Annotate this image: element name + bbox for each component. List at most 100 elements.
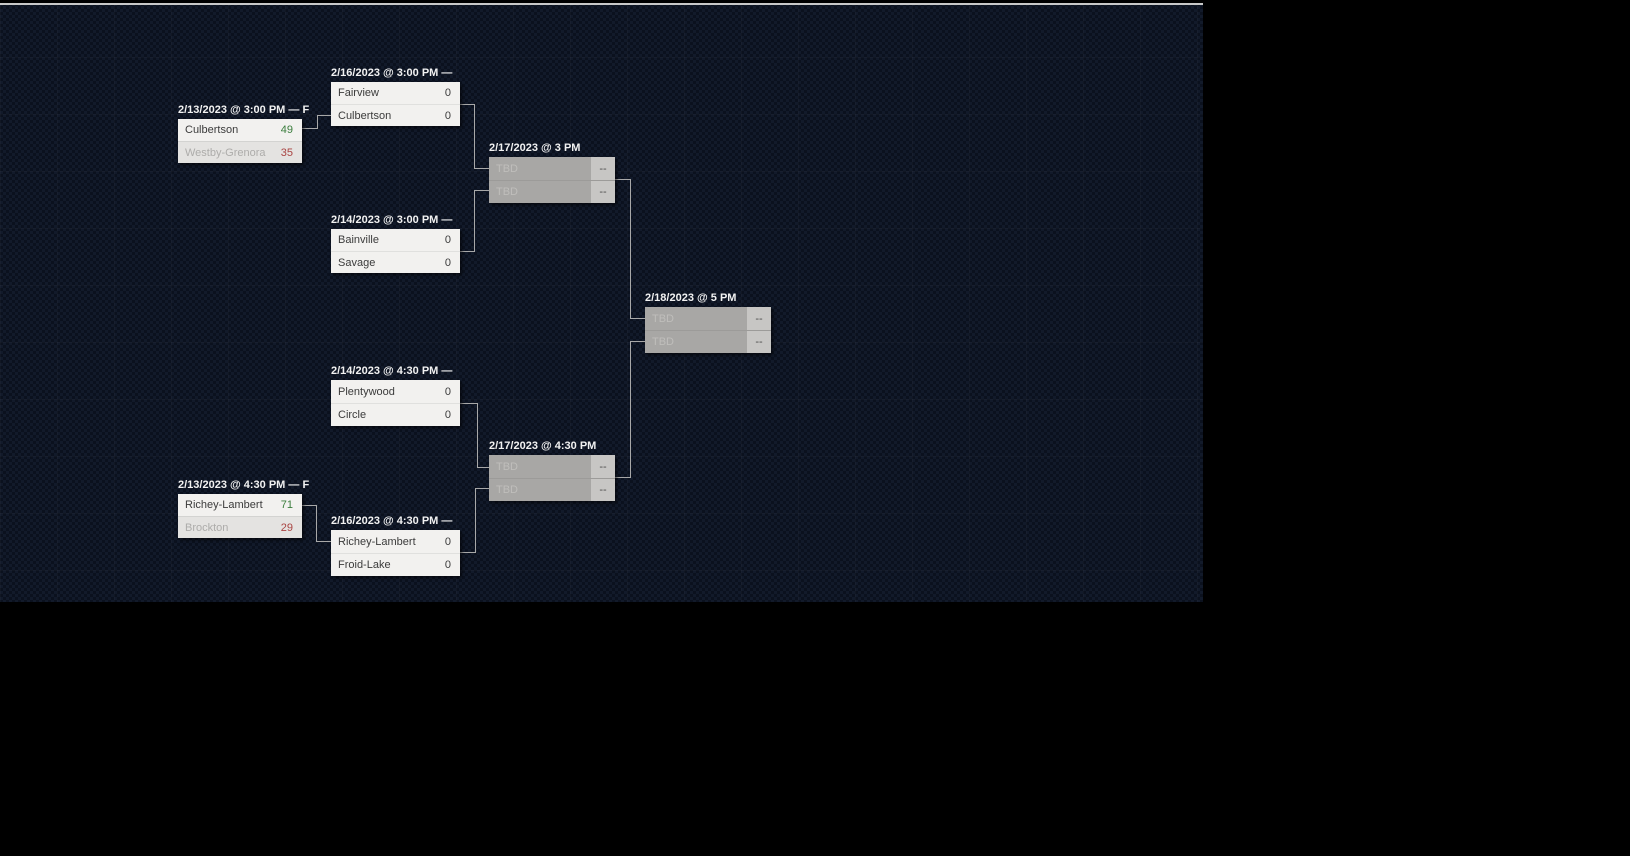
- team-score: 49: [280, 124, 293, 136]
- connector-segment: [475, 488, 476, 553]
- team-row[interactable]: Culbertson 0: [331, 104, 460, 126]
- team-score: --: [591, 479, 615, 501]
- bracket-canvas: 2/13/2023 @ 3:00 PM — F Culbertson 49 We…: [0, 0, 1203, 602]
- match-box[interactable]: TBD -- TBD --: [645, 307, 771, 353]
- match-datetime: 2/17/2023 @ 4:30 PM: [489, 440, 597, 452]
- match-box[interactable]: Culbertson 49 Westby-Grenora 35: [178, 119, 302, 163]
- team-name: TBD: [496, 460, 518, 473]
- connector-segment: [460, 251, 474, 252]
- team-name: TBD: [496, 484, 518, 496]
- match: 2/16/2023 @ 4:30 PM — Richey-Lambert 0 F…: [331, 515, 460, 576]
- team-name: Culbertson: [185, 124, 239, 136]
- connector-segment: [460, 104, 474, 105]
- team-row[interactable]: TBD --: [645, 330, 771, 353]
- team-name: TBD: [652, 336, 674, 348]
- team-row[interactable]: Plentywood 0: [331, 380, 460, 403]
- team-score: --: [747, 307, 771, 330]
- connector-segment: [630, 341, 645, 342]
- team-row[interactable]: Westby-Grenora 35: [178, 141, 302, 163]
- team-score: --: [747, 331, 771, 353]
- match: 2/14/2023 @ 3:00 PM — Bainville 0 Savage…: [331, 214, 460, 273]
- team-score: 0: [444, 109, 451, 122]
- match: 2/17/2023 @ 3 PM TBD -- TBD --: [489, 142, 615, 203]
- team-score: 0: [444, 234, 451, 246]
- connector-segment: [630, 318, 645, 319]
- match-box[interactable]: Bainville 0 Savage 0: [331, 229, 460, 273]
- team-row[interactable]: TBD --: [489, 180, 615, 203]
- match-box[interactable]: Fairview 0 Culbertson 0: [331, 82, 460, 126]
- team-score: --: [591, 455, 615, 478]
- match-datetime: 2/18/2023 @ 5 PM: [645, 292, 737, 304]
- team-name: Plentywood: [338, 385, 395, 398]
- team-row[interactable]: Savage 0: [331, 251, 460, 273]
- team-name: Bainville: [338, 234, 379, 246]
- connector-segment: [474, 104, 475, 169]
- connector-segment: [302, 128, 317, 129]
- connector-segment: [317, 115, 331, 116]
- match-datetime: 2/13/2023 @ 4:30 PM — F: [178, 479, 310, 491]
- connector-segment: [477, 403, 478, 468]
- team-row[interactable]: TBD --: [489, 157, 615, 180]
- match-box[interactable]: Plentywood 0 Circle 0: [331, 380, 460, 426]
- team-row[interactable]: Brockton 29: [178, 516, 302, 538]
- match: 2/13/2023 @ 4:30 PM — F Richey-Lambert 7…: [178, 479, 310, 538]
- top-rule: [0, 3, 1203, 5]
- team-name: TBD: [652, 312, 674, 325]
- team-name: Richey-Lambert: [338, 535, 416, 548]
- team-score: 71: [280, 499, 293, 511]
- team-score: 0: [444, 409, 451, 421]
- team-row[interactable]: Froid-Lake 0: [331, 553, 460, 576]
- team-row[interactable]: Culbertson 49: [178, 119, 302, 141]
- team-name: Fairview: [338, 87, 379, 99]
- match-box[interactable]: Richey-Lambert 0 Froid-Lake 0: [331, 530, 460, 576]
- team-name: Westby-Grenora: [185, 146, 266, 159]
- match-box[interactable]: TBD -- TBD --: [489, 157, 615, 203]
- team-score: 0: [444, 256, 451, 269]
- match-box[interactable]: Richey-Lambert 71 Brockton 29: [178, 494, 302, 538]
- team-name: TBD: [496, 162, 518, 175]
- connector-segment: [477, 467, 489, 468]
- team-row[interactable]: Richey-Lambert 0: [331, 530, 460, 553]
- match-datetime: 2/14/2023 @ 4:30 PM —: [331, 365, 453, 377]
- match: 2/13/2023 @ 3:00 PM — F Culbertson 49 We…: [178, 104, 310, 163]
- match-datetime: 2/16/2023 @ 4:30 PM —: [331, 515, 453, 527]
- team-row[interactable]: Fairview 0: [331, 82, 460, 104]
- team-score: --: [591, 157, 615, 180]
- team-score: 0: [444, 385, 451, 398]
- connector-segment: [316, 541, 331, 542]
- match: 2/17/2023 @ 4:30 PM TBD -- TBD --: [489, 440, 615, 501]
- team-row[interactable]: TBD --: [489, 455, 615, 478]
- team-name: Froid-Lake: [338, 559, 391, 571]
- team-row[interactable]: Richey-Lambert 71: [178, 494, 302, 516]
- team-row[interactable]: TBD --: [645, 307, 771, 330]
- match: 2/14/2023 @ 4:30 PM — Plentywood 0 Circl…: [331, 365, 460, 426]
- connector-segment: [317, 115, 318, 129]
- team-name: Culbertson: [338, 109, 392, 122]
- team-row[interactable]: TBD --: [489, 478, 615, 501]
- connector-segment: [474, 190, 475, 252]
- team-score: 0: [444, 87, 451, 99]
- top-bar: [0, 0, 1203, 3]
- team-row[interactable]: Circle 0: [331, 403, 460, 426]
- match-datetime: 2/13/2023 @ 3:00 PM — F: [178, 104, 310, 116]
- team-row[interactable]: Bainville 0: [331, 229, 460, 251]
- team-name: TBD: [496, 186, 518, 198]
- connector-segment: [630, 341, 631, 478]
- team-score: 29: [280, 521, 293, 534]
- connector-segment: [316, 505, 317, 542]
- match-box[interactable]: TBD -- TBD --: [489, 455, 615, 501]
- connector-segment: [615, 477, 630, 478]
- connector-segment: [615, 179, 630, 180]
- match-datetime: 2/17/2023 @ 3 PM: [489, 142, 581, 154]
- connector-segment: [474, 190, 489, 191]
- team-name: Savage: [338, 256, 376, 269]
- connector-segment: [475, 488, 489, 489]
- connector-segment: [460, 552, 475, 553]
- team-score: 0: [444, 559, 451, 571]
- connector-segment: [460, 403, 477, 404]
- team-score: 35: [280, 146, 293, 159]
- match-datetime: 2/16/2023 @ 3:00 PM —: [331, 67, 453, 79]
- connector-segment: [474, 168, 489, 169]
- connector-segment: [302, 505, 316, 506]
- match: 2/16/2023 @ 3:00 PM — Fairview 0 Culbert…: [331, 67, 460, 126]
